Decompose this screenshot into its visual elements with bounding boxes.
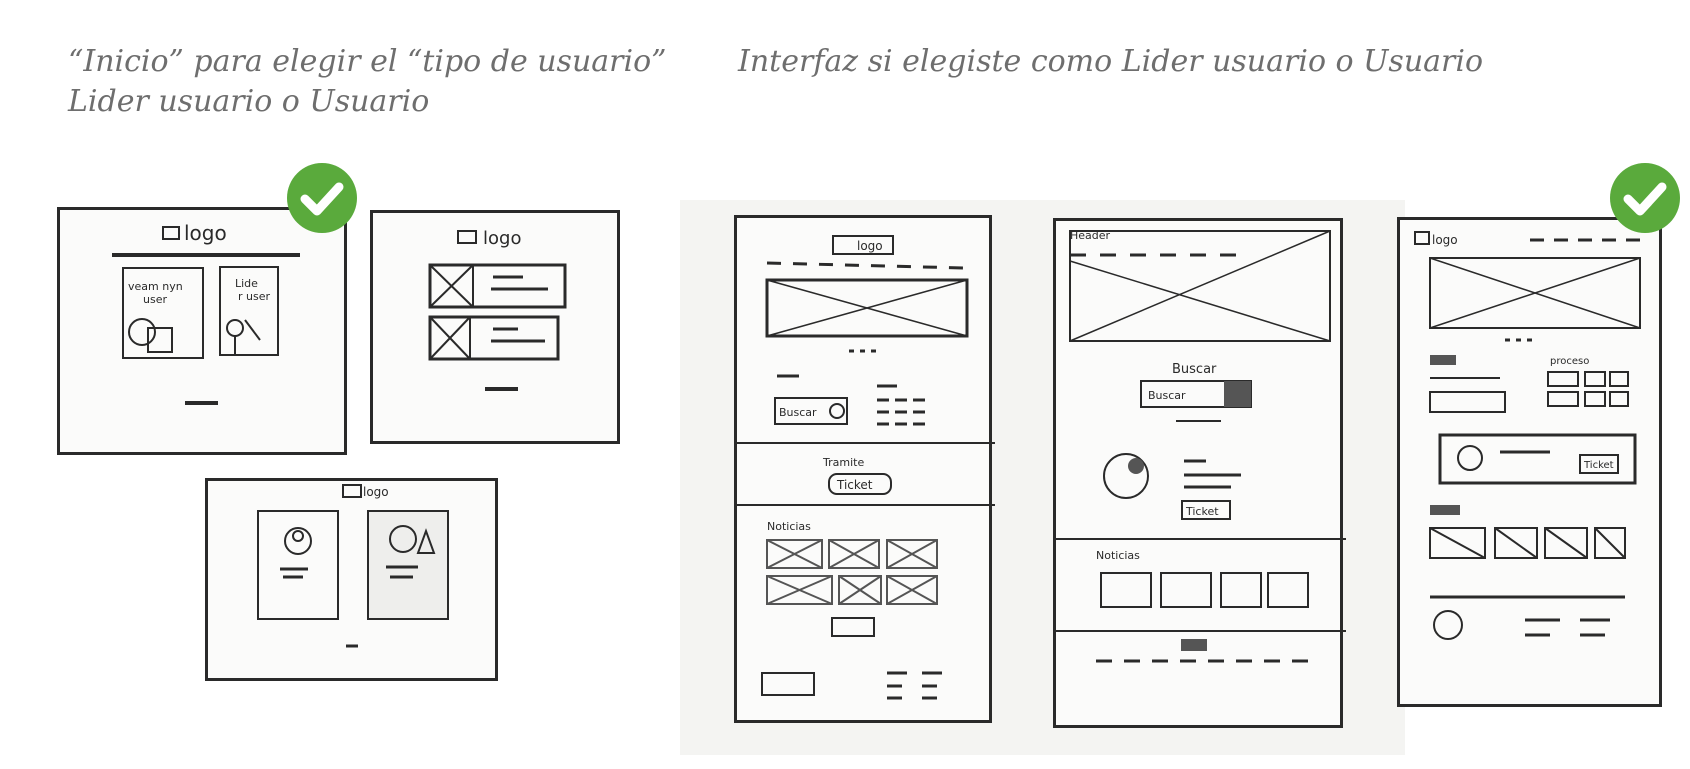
check-icon (287, 163, 357, 233)
caption-inicio: “Inicio” para elegir el “tipo de usuario… (68, 42, 688, 122)
sketch-ticket3-text: Ticket (1583, 460, 1614, 471)
caption-interfaz: Interfaz si elegiste como Lider usuario … (738, 44, 1484, 79)
sketch-tramite-text: Tramite (822, 456, 864, 469)
sketch-proceso-text: proceso (1550, 356, 1589, 367)
caption-inicio-line1: “Inicio” para elegir el “tipo de usuario… (68, 44, 667, 79)
sketch-interfaz-1-drawing: logo Buscar Tramite Ticket Noticias (737, 235, 995, 700)
sketch-logo4-text: logo (857, 239, 883, 253)
sketch-buscar-input-text: Buscar (1148, 389, 1186, 402)
sketch-noticias1-text: Noticias (767, 520, 811, 533)
sketch-buscar-text: Buscar (779, 406, 817, 419)
sketch-inicio-3-drawing: logo (257, 484, 449, 648)
sketch-ticket1-text: Ticket (836, 478, 873, 492)
sketch-ticket2-text: Ticket (1185, 505, 1219, 518)
sketch-logo-text: logo (184, 221, 227, 245)
sketch-inicio-1-drawing: logo veam nyn user Lide r user (112, 221, 300, 405)
sketch-interfaz-3-drawing: logo proceso Ticket (1414, 231, 1641, 640)
sketch-logo5-text: logo (1432, 233, 1458, 247)
check-icon (1610, 163, 1680, 233)
sketch-card-b2-text: r user (238, 290, 270, 303)
sketch-interfaz-2: Header Buscar Buscar Ticket Noticias (1053, 218, 1346, 728)
sketch-card-b-text: Lide (235, 277, 258, 290)
sketch-buscar2-text: Buscar (1172, 362, 1217, 377)
sketch-header-text: Header (1070, 229, 1111, 242)
sketch-card-a-text: veam nyn (128, 280, 183, 293)
caption-inicio-line2: Lider usuario o Usuario (68, 84, 430, 119)
sketch-inicio-1: logo veam nyn user Lide r user (57, 207, 347, 455)
sketch-interfaz-1: logo Buscar Tramite Ticket Noticias (734, 215, 995, 723)
sketch-inicio-2-drawing: logo (428, 228, 567, 391)
sketch-inicio-3: logo (205, 478, 498, 681)
sketch-interfaz-3: logo proceso Ticket (1397, 217, 1662, 707)
sketch-interfaz-2-drawing: Header Buscar Buscar Ticket Noticias (1056, 229, 1346, 663)
sketch-noticias2-text: Noticias (1096, 549, 1140, 562)
sketch-inicio-2: logo (370, 210, 620, 444)
sketch-card-a2-text: user (143, 293, 167, 306)
sketch-logo3-text: logo (363, 485, 389, 499)
sketch-logo2-text: logo (483, 228, 521, 249)
